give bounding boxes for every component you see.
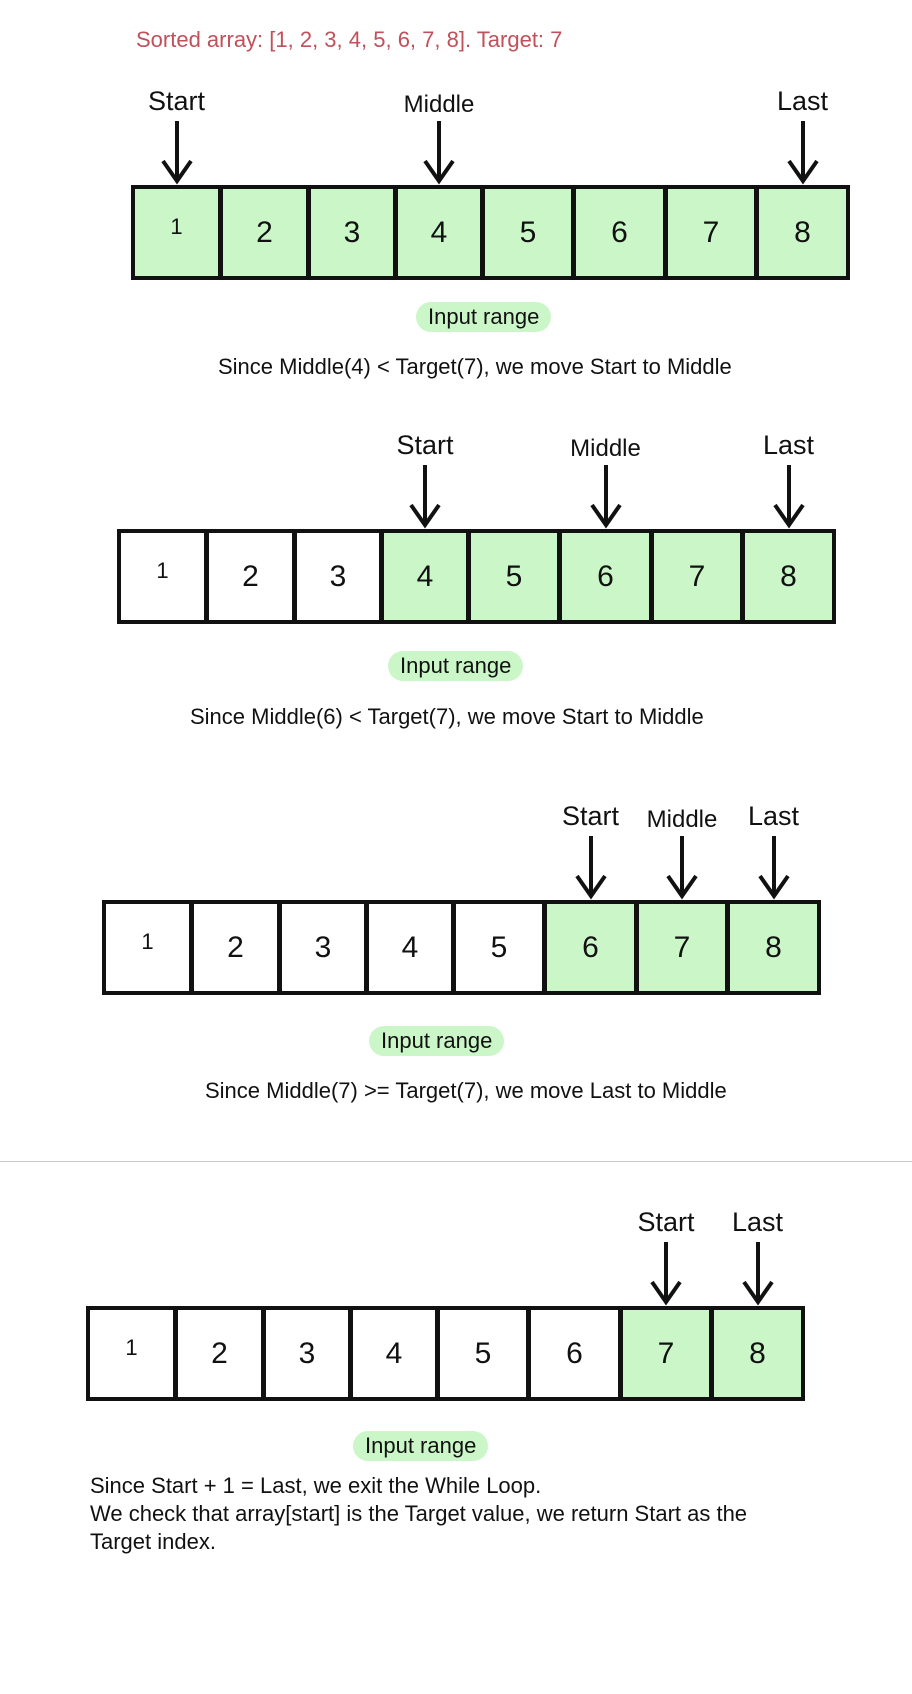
pointer-start: Start bbox=[606, 1206, 726, 1306]
final-note-line-3: Target index. bbox=[90, 1529, 216, 1554]
final-note-line-1: Since Start + 1 = Last, we exit the Whil… bbox=[90, 1473, 542, 1498]
pointer-last: Last bbox=[714, 800, 834, 900]
final-note-line-2: We check that array[start] is the Target… bbox=[90, 1501, 748, 1526]
array-cell: 1 bbox=[90, 1310, 178, 1397]
array-cell: 8 bbox=[745, 533, 832, 620]
input-range-label: Input range bbox=[416, 302, 552, 332]
array-cell: 7 bbox=[654, 533, 745, 620]
array-cell: 4 bbox=[369, 904, 456, 991]
down-arrow-icon bbox=[423, 121, 455, 185]
header-text: Sorted array: [1, 2, 3, 4, 5, 6, 7, 8]. … bbox=[136, 27, 563, 52]
input-range-label: Input range bbox=[353, 1431, 489, 1461]
array-cell: 7 bbox=[639, 904, 730, 991]
array-cell: 1 bbox=[106, 904, 194, 991]
step-note: Since Middle(4) < Target(7), we move Sta… bbox=[218, 354, 732, 379]
pointer-label: Start bbox=[396, 430, 454, 460]
array-cell: 7 bbox=[668, 189, 759, 276]
array-cell: 1 bbox=[121, 533, 209, 620]
step-note: Since Middle(6) < Target(7), we move Sta… bbox=[190, 704, 704, 729]
array-cell: 8 bbox=[759, 189, 846, 276]
down-arrow-icon bbox=[666, 836, 698, 900]
array-cell: 2 bbox=[194, 904, 282, 991]
down-arrow-icon bbox=[786, 121, 819, 185]
down-arrow-icon bbox=[772, 465, 805, 529]
down-arrow-icon bbox=[741, 1242, 774, 1306]
pointer-last: Last bbox=[743, 85, 863, 185]
array-cell: 6 bbox=[531, 1310, 623, 1397]
array-cell: 5 bbox=[471, 533, 562, 620]
array-cell: 6 bbox=[547, 904, 639, 991]
pointer-label: Last bbox=[747, 801, 800, 831]
array-cell: 3 bbox=[297, 533, 384, 620]
array-cell: 2 bbox=[178, 1310, 266, 1397]
pointer-middle: Middle bbox=[546, 429, 666, 529]
array-cell: 5 bbox=[485, 189, 576, 276]
array-cell: 3 bbox=[311, 189, 398, 276]
array-cell: 7 bbox=[623, 1310, 714, 1397]
array-cell: 6 bbox=[576, 189, 668, 276]
pointer-label: Middle bbox=[570, 435, 641, 462]
array-cell: 3 bbox=[282, 904, 369, 991]
down-arrow-icon bbox=[409, 465, 441, 529]
array-cell: 1 bbox=[135, 189, 223, 276]
pointer-label: Start bbox=[637, 1207, 695, 1237]
pointer-last: Last bbox=[698, 1206, 818, 1306]
pointer-start: Start bbox=[365, 429, 485, 529]
array-cell: 4 bbox=[353, 1310, 440, 1397]
pointer-label: Middle bbox=[646, 806, 718, 833]
pointer-label: Start bbox=[561, 801, 620, 831]
pointer-start: Start bbox=[117, 85, 237, 185]
pointer-start: Start bbox=[531, 800, 651, 900]
pointer-label: Last bbox=[776, 86, 829, 116]
array-cell: 8 bbox=[714, 1310, 801, 1397]
array-cell: 2 bbox=[209, 533, 297, 620]
down-arrow-icon bbox=[589, 465, 622, 529]
pointer-label: Last bbox=[731, 1207, 784, 1237]
array-cell: 4 bbox=[384, 533, 471, 620]
array-cell: 3 bbox=[266, 1310, 353, 1397]
down-arrow-icon bbox=[650, 1242, 682, 1306]
pointer-label: Last bbox=[762, 430, 815, 460]
input-range-label: Input range bbox=[388, 651, 524, 681]
pointer-last: Last bbox=[729, 429, 849, 529]
step-note: Since Middle(7) >= Target(7), we move La… bbox=[205, 1078, 727, 1103]
pointer-middle: Middle bbox=[379, 85, 499, 185]
pointer-middle: Middle bbox=[622, 800, 742, 900]
down-arrow-icon bbox=[160, 121, 193, 185]
section-divider bbox=[0, 1161, 912, 1162]
final-note: Since Start + 1 = Last, we exit the Whil… bbox=[90, 1472, 890, 1556]
array-cell: 4 bbox=[398, 189, 485, 276]
input-range-label: Input range bbox=[369, 1026, 505, 1056]
down-arrow-icon bbox=[757, 836, 790, 900]
array-cell: 8 bbox=[730, 904, 817, 991]
array-cell: 5 bbox=[456, 904, 547, 991]
down-arrow-icon bbox=[574, 836, 607, 900]
pointer-label: Middle bbox=[403, 91, 475, 118]
pointer-label: Start bbox=[147, 86, 206, 116]
array-cell: 2 bbox=[223, 189, 311, 276]
array-cell: 5 bbox=[440, 1310, 531, 1397]
array-cell: 6 bbox=[562, 533, 654, 620]
